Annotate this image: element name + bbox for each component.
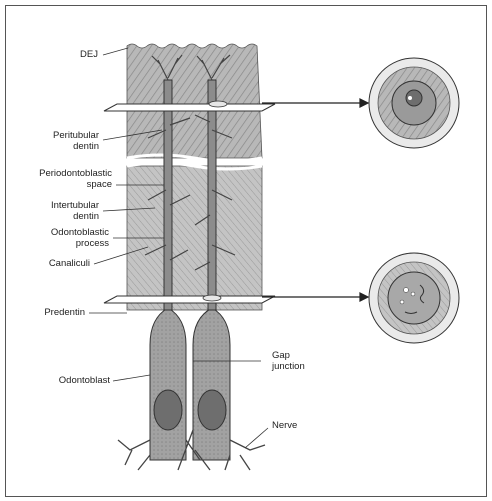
label-nerve: Nerve <box>272 420 322 431</box>
label-gap-junction: Gap junction <box>272 350 342 372</box>
dentin-block <box>127 44 262 310</box>
section-arrows <box>262 99 368 301</box>
label-intertubular-dentin: Intertubular dentin <box>20 200 99 222</box>
nerve-fibres <box>118 430 265 470</box>
nucleus-right <box>198 390 226 430</box>
label-odontoblast: Odontoblast <box>20 375 110 386</box>
label-periodontoblastic-space: Periodontoblastic space <box>18 168 112 190</box>
label-odontoblastic-process: Odontoblastic process <box>20 227 109 249</box>
label-dej: DEJ <box>58 49 98 60</box>
cross-section-top <box>369 58 459 148</box>
nucleus-left <box>154 390 182 430</box>
label-canaliculi: Canaliculi <box>20 258 90 269</box>
label-predentin: Predentin <box>20 307 85 318</box>
label-peritubular-dentin: Peritubular dentin <box>35 130 99 152</box>
cross-section-bottom <box>369 253 459 343</box>
